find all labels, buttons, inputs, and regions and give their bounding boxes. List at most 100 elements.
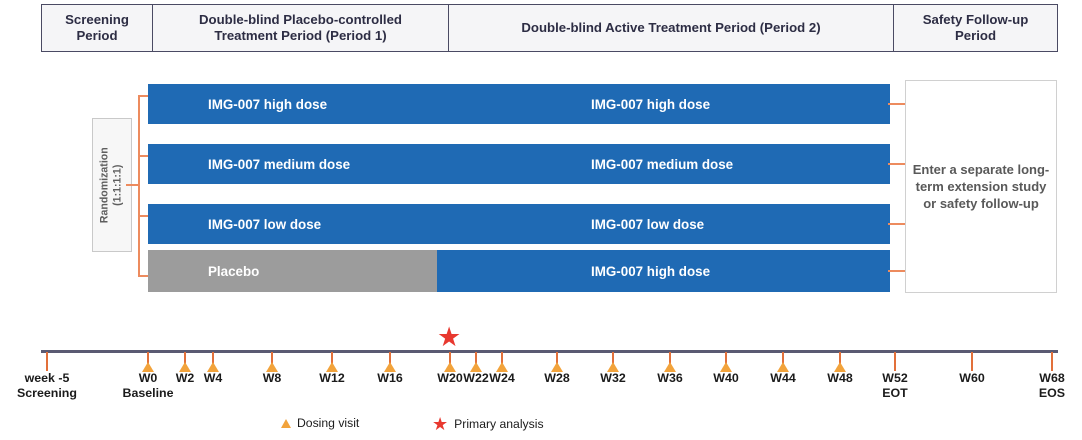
legend: Dosing visit ★ Primary analysis [0,415,1082,434]
timeline-tick [449,352,451,364]
timeline-tick [612,352,614,364]
timeline-visit-label: W24 [460,371,544,386]
timeline-tick [147,352,149,364]
visit-week: W4 [203,371,223,385]
timeline-visit-label: W16 [348,371,432,386]
dosing-visit-marker [443,362,456,372]
dosing-visit-marker [469,362,482,372]
arm-label-period2: IMG-007 high dose [591,263,711,279]
timeline-tick [725,352,727,364]
legend-item-dosing: Dosing visit [281,416,359,430]
timeline-visit-label: W32 [571,371,655,386]
randomization-box: Randomization(1:1:1:1) [92,118,132,252]
visit-week: W12 [319,371,345,385]
period-label: Double-blind Active Treatment Period (Pe… [521,19,821,35]
visit-sublabel: Baseline [122,385,174,400]
visit-week: W20 [437,371,463,385]
placebo-arm: Placebo IMG-007 high dose [148,250,890,292]
visit-week: W22 [463,371,489,385]
visit-sublabel: Screening [17,385,77,400]
timeline-tick [331,352,333,364]
randomization-bracket [126,84,152,286]
medium-dose-bar: IMG-007 medium dose IMG-007 medium dose [148,144,890,184]
visit-week: W48 [827,371,853,385]
arm-label-period1: IMG-007 medium dose [208,156,351,172]
visit-week: W28 [544,371,570,385]
arm-label-period2: IMG-007 high dose [591,96,711,112]
low-dose-bar: IMG-007 low dose IMG-007 low dose [148,204,890,244]
visit-week: W0 [138,371,158,385]
bracket-arm-high [138,95,152,97]
timeline-tick [212,352,214,364]
bracket-spine [138,95,140,275]
placebo-crossover-bar: IMG-007 high dose [437,250,890,292]
timeline-tick [782,352,784,364]
connector-high-dose [888,103,906,105]
timeline-visit-label: W20 [408,371,492,386]
arm-label-period2: IMG-007 low dose [591,216,705,232]
arm-label-period1: IMG-007 high dose [208,96,328,112]
dosing-visit-marker [383,362,396,372]
timeline-visit-label: W8 [230,371,314,386]
timeline-tick [894,352,896,371]
arm-label-period1: IMG-007 low dose [208,216,322,232]
visit-week: W24 [489,371,515,385]
legend-item-primary-analysis: ★ Primary analysis [432,415,544,433]
visit-week: W52 [882,371,908,385]
timeline-visit-label: W4 [171,371,255,386]
timeline-tick [46,352,48,371]
arm-label-period1: Placebo [208,263,260,279]
high-dose-arm: IMG-007 high dose IMG-007 high dose [148,84,890,124]
timeline-visit-label: W28 [515,371,599,386]
connector-placebo [888,270,906,272]
timeline-visit-label: W36 [628,371,712,386]
timeline-tick [501,352,503,364]
timeline-tick [1051,352,1053,371]
timeline-tick [271,352,273,364]
bracket-inlet [126,184,139,186]
connector-low-dose [888,223,906,225]
dosing-visit-marker [606,362,619,372]
timeline-visit-label: W40 [684,371,768,386]
visit-sublabel: EOT [882,385,908,400]
visit-week: W68 [1039,371,1065,385]
visit-week: week -5 [24,371,70,385]
high-dose-bar: IMG-007 high dose IMG-007 high dose [148,84,890,124]
timeline-visit-label: W22 [434,371,518,386]
dosing-visit-marker [719,362,732,372]
dosing-visit-marker [206,362,219,372]
star-icon: ★ [432,414,449,434]
dosing-visit-marker [178,362,191,372]
timeline-tick [475,352,477,364]
timeline-visit-label: W12 [290,371,374,386]
timeline-visit-label: W48 [798,371,882,386]
timeline-tick [184,352,186,364]
legend-label: Primary analysis [454,417,544,431]
bracket-arm-placebo [138,275,152,277]
visit-week: W16 [377,371,403,385]
dosing-visit-marker [325,362,338,372]
timeline-tick [556,352,558,364]
followup-box: Enter a separate long-term extension stu… [905,80,1057,293]
visit-week: W36 [657,371,683,385]
dosing-visit-marker [776,362,789,372]
low-dose-arm: IMG-007 low dose IMG-007 low dose [148,204,890,244]
legend-label: Dosing visit [297,416,360,430]
visit-week: W32 [600,371,626,385]
dosing-visit-marker [141,362,154,372]
randomization-label: Randomization(1:1:1:1) [98,147,125,223]
primary-analysis-marker: ★ [437,322,462,352]
visit-week: W44 [770,371,796,385]
dosing-visit-marker [265,362,278,372]
visit-week: W60 [959,371,985,385]
placebo-bar: Placebo [148,250,437,292]
